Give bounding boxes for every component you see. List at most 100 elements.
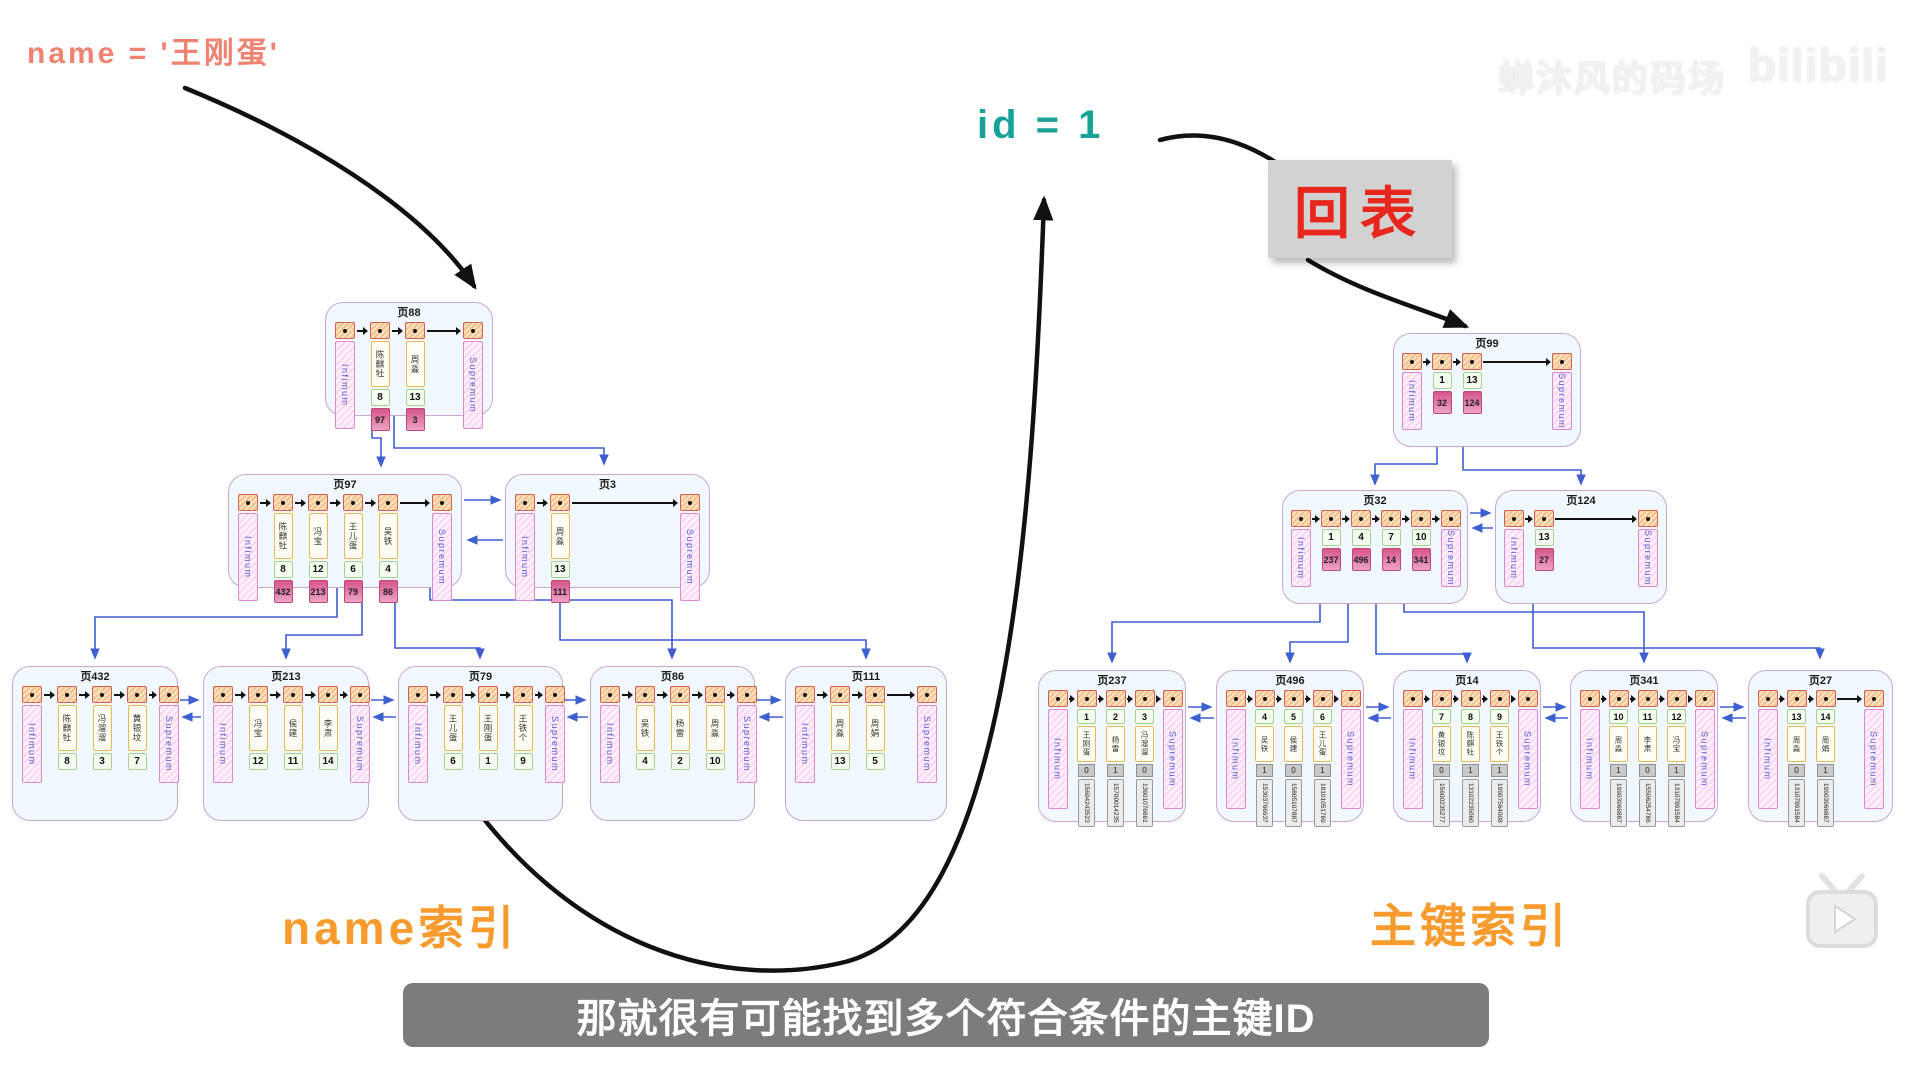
supremum-record: Supremum bbox=[915, 686, 939, 783]
page-label: 页86 bbox=[660, 671, 685, 683]
page-label: 页111 bbox=[851, 671, 881, 683]
gender-cell: 1 bbox=[1610, 764, 1627, 777]
record-header-cell bbox=[1283, 690, 1304, 707]
record-dot bbox=[1525, 696, 1530, 701]
record-dot bbox=[1084, 696, 1089, 701]
infimum-record: Infimum bbox=[1578, 690, 1601, 809]
gender-cell: 0 bbox=[1285, 764, 1302, 777]
tel-cell: 13102235060 bbox=[1462, 779, 1479, 827]
record-header-cell bbox=[463, 322, 483, 339]
record-link-arrow bbox=[1069, 690, 1075, 707]
record-header-cell bbox=[1134, 690, 1155, 707]
infimum-record: Infimum bbox=[1401, 353, 1423, 430]
gender-cell: 1 bbox=[1107, 764, 1124, 777]
record-header-cell bbox=[57, 686, 77, 703]
record-header-cell bbox=[670, 686, 690, 703]
num-cell: 1 bbox=[1077, 709, 1096, 724]
record-link-arrow bbox=[817, 686, 828, 703]
tel-cell: 18101051769 bbox=[1314, 779, 1331, 827]
num-cell: 5 bbox=[865, 753, 885, 770]
record-link-arrow bbox=[1432, 510, 1440, 527]
record-dot bbox=[643, 692, 647, 697]
record-header-cell bbox=[370, 322, 390, 339]
record-dot bbox=[1497, 696, 1502, 701]
infimum-record: Infimum bbox=[1401, 690, 1424, 809]
record-dot bbox=[1823, 696, 1828, 701]
page-cell: 86 bbox=[378, 580, 398, 603]
tel-cell: 19907564008 bbox=[1491, 779, 1508, 827]
endbody-cell: Supremum bbox=[1441, 529, 1461, 587]
record-dot bbox=[100, 692, 104, 697]
infimum-record: Infimum bbox=[598, 686, 622, 783]
supremum-record: Supremum bbox=[1551, 353, 1573, 430]
page-cell: 97 bbox=[370, 408, 390, 431]
endbody-cell: Infimum bbox=[1757, 709, 1778, 809]
record-header-cell bbox=[1105, 690, 1126, 707]
record-dot bbox=[1348, 696, 1353, 701]
player-tv-icon[interactable] bbox=[1802, 872, 1882, 954]
name-cell: 王刚蛋 bbox=[1077, 726, 1096, 762]
page-label: 页237 bbox=[1097, 675, 1127, 687]
record-header-cell bbox=[1402, 353, 1422, 370]
record-link-arrow bbox=[500, 686, 511, 703]
num-cell: 7 bbox=[1432, 709, 1451, 724]
page-cell: 213 bbox=[308, 580, 328, 603]
num-cell: 3 bbox=[92, 753, 112, 770]
record-link-arrow bbox=[1688, 690, 1693, 707]
name-cell: 侯建 bbox=[1284, 726, 1303, 762]
record-header-cell bbox=[1489, 690, 1510, 707]
num-cell: 10 bbox=[1609, 709, 1628, 724]
record-dot bbox=[1646, 516, 1650, 521]
record-dot bbox=[256, 692, 260, 697]
record-header-cell bbox=[600, 686, 620, 703]
page-cell: 79 bbox=[343, 580, 363, 603]
record-dot bbox=[1674, 696, 1679, 701]
record-dot bbox=[343, 328, 347, 333]
record-dot bbox=[1055, 696, 1060, 701]
record-dot bbox=[1170, 696, 1175, 701]
record-header-cell bbox=[830, 686, 850, 703]
record-link-arrow bbox=[1837, 690, 1862, 707]
page-label: 页97 bbox=[333, 479, 357, 491]
record-link-arrow bbox=[572, 494, 678, 511]
record-dot bbox=[486, 692, 490, 697]
page-cell: 27 bbox=[1534, 548, 1554, 571]
record-link-arrow bbox=[1334, 690, 1339, 707]
record-link-arrow bbox=[1601, 690, 1607, 707]
record-link-arrow bbox=[295, 494, 306, 511]
endbody-cell: Infimum bbox=[238, 513, 258, 601]
record-link-arrow bbox=[537, 494, 548, 511]
record-header-cell bbox=[1047, 690, 1068, 707]
record-column: 冯溜溜 3 bbox=[90, 686, 114, 770]
record-header-cell bbox=[1431, 690, 1452, 707]
record-dot bbox=[358, 692, 362, 697]
num-cell: 13 bbox=[830, 753, 850, 770]
record-dot bbox=[1702, 696, 1707, 701]
record-header-cell bbox=[917, 686, 937, 703]
record-header-cell bbox=[1815, 690, 1836, 707]
record-link-arrow bbox=[1511, 690, 1516, 707]
name-cell: 冯溜溜 bbox=[92, 705, 112, 751]
record-header-cell bbox=[1076, 690, 1097, 707]
infimum-record: Infimum bbox=[20, 686, 44, 783]
name-cell: 冯宝 bbox=[1667, 726, 1686, 762]
endbody-cell: Infimum bbox=[1047, 709, 1068, 809]
name-cell: 李肃 bbox=[1638, 726, 1657, 762]
record-header-cell bbox=[443, 686, 463, 703]
pk-index-label: 主键索引 bbox=[1370, 900, 1570, 952]
num-cell: 10 bbox=[705, 753, 725, 770]
tel-cell: 19903966887 bbox=[1817, 779, 1834, 827]
name-cell: 黄银坟 bbox=[127, 705, 147, 751]
